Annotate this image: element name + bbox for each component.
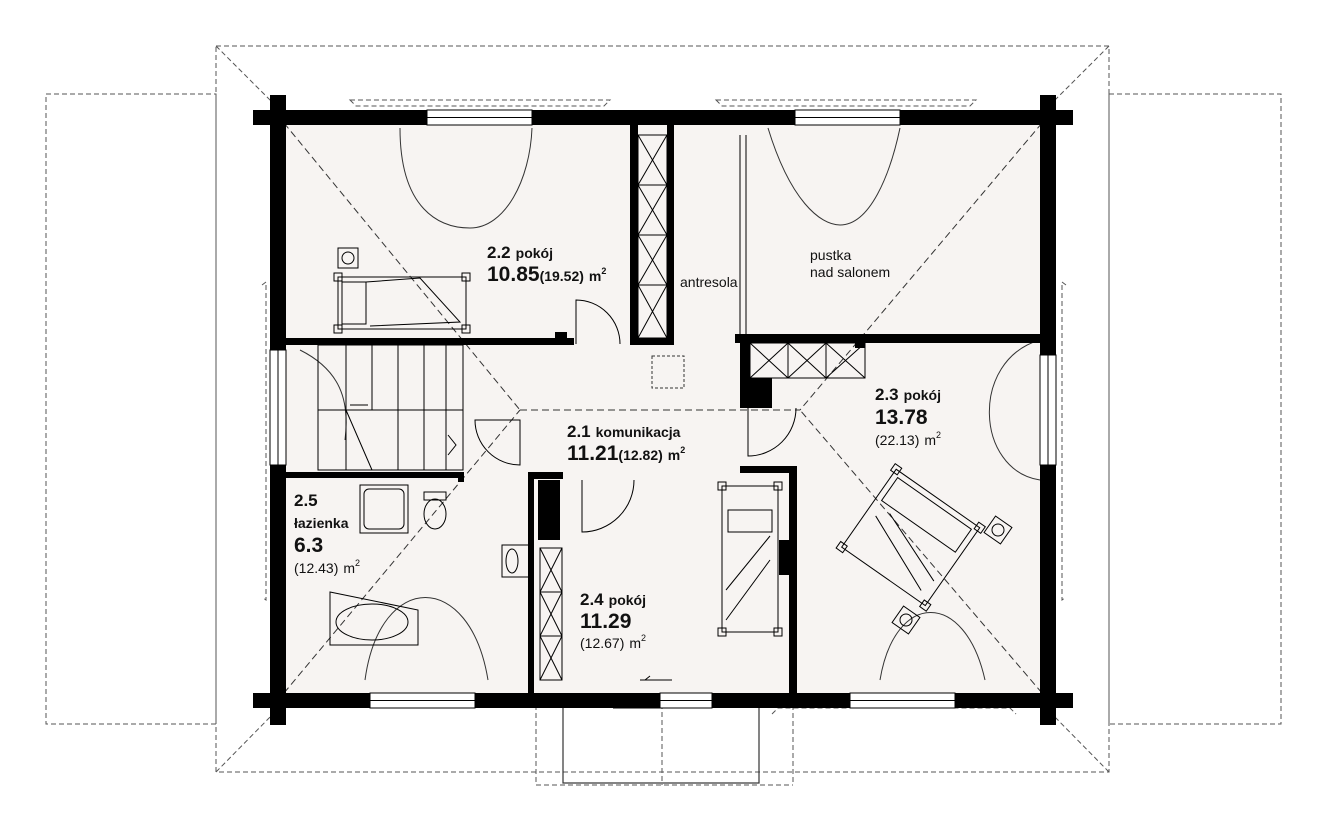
area-unit: m (668, 447, 680, 463)
windows (269, 109, 1057, 709)
room-area: 11.21 (567, 442, 619, 465)
room-area-total: (22.13) (875, 432, 919, 448)
chimney (651, 355, 685, 389)
area-unit-sup: 2 (641, 633, 646, 643)
wardrobes (539, 134, 866, 681)
doors (474, 299, 797, 709)
room-area-total: (19.52) (540, 268, 584, 284)
area-unit-sup: 2 (601, 266, 606, 276)
room-name: pokój (904, 387, 941, 403)
area-unit-sup: 2 (355, 558, 360, 568)
room-area-total: (12.67) (580, 635, 624, 651)
area-unit-sup: 2 (936, 430, 941, 440)
svg-text:(12.67)m2: (12.67) m2 (580, 633, 646, 651)
void-line-1: pustka (810, 247, 851, 263)
antresola-label: antresola (680, 274, 738, 290)
room-2-1: 2.1 komunikacja 11.21(12.82) m2 (567, 422, 685, 465)
void-line-2: nad salonem (810, 264, 890, 280)
room-name: pokój (516, 245, 553, 261)
area-unit: m (589, 268, 601, 284)
room-area: 6.3 (294, 534, 323, 557)
room-name: komunikacja (596, 424, 681, 440)
room-number: 2.3 (875, 385, 899, 404)
void-label: pustka nad salonem (810, 247, 890, 280)
room-name: łazienka (294, 515, 349, 531)
room-area: 10.85 (487, 263, 540, 286)
area-unit: m (629, 635, 641, 651)
area-unit: m (924, 432, 936, 448)
area-unit-sup: 2 (680, 445, 685, 455)
room-number: 2.1 (567, 422, 591, 441)
svg-text:11.21(12.82)m2: 11.21(12.82) m2 (567, 442, 685, 465)
room-number: 2.2 (487, 243, 511, 262)
room-2-3: 2.3 pokój 13.78 (22.13) m2 (875, 385, 941, 448)
room-area-total: (12.43) (294, 560, 338, 576)
room-area-total: (12.82) (618, 447, 662, 463)
room-area: 13.78 (875, 406, 928, 429)
room-number: 2.5 (294, 491, 318, 510)
room-2-5: 2.5 łazienka 6.3 (12.43) m2 (294, 491, 360, 576)
area-unit: m (343, 560, 355, 576)
room-number: 2.4 (580, 590, 604, 609)
svg-text:(22.13)m2: (22.13) m2 (875, 430, 941, 448)
room-2-4: 2.4 pokój 11.29 (12.67) m2 (580, 590, 646, 651)
stairs (317, 344, 464, 471)
furniture (329, 247, 1013, 646)
svg-text:10.85(19.52)m2: 10.85(19.52) m2 (487, 263, 606, 286)
svg-text:(12.43)m2: (12.43) m2 (294, 558, 360, 576)
room-area: 11.29 (580, 610, 631, 633)
room-name: pokój (609, 592, 646, 608)
roof-lines (283, 122, 1043, 694)
room-2-2: 2.2 pokój 10.85(19.52) m2 (487, 243, 606, 286)
floor-area (284, 123, 1042, 693)
